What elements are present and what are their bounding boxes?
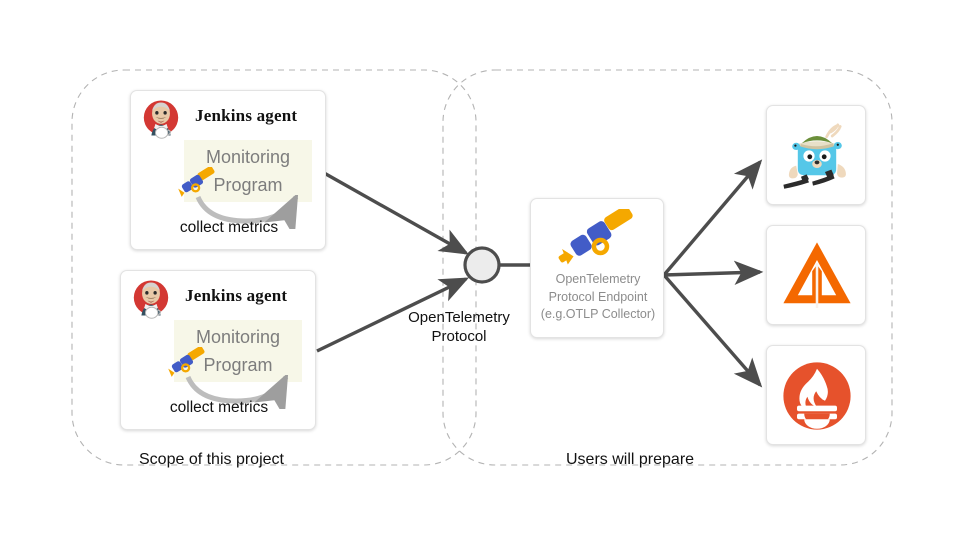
monitoring-line1: Monitoring — [205, 147, 291, 167]
monitoring-line1: Monitoring — [195, 327, 281, 347]
monitoring-program-label: Monitoring Program — [184, 143, 312, 199]
agent-title: Jenkins agent — [185, 286, 288, 305]
jenkins-agent-card[interactable]: Jenkins agent Monitoring Program collect… — [130, 90, 326, 250]
opentelemetry-telescope-icon — [558, 209, 633, 265]
edge-collector-to-beats — [662, 159, 763, 277]
otlp-line3: (e.g.OTLP Collector) — [540, 307, 656, 321]
otp-line2: Protocol — [431, 328, 487, 345]
jenkins-logo-icon — [143, 100, 179, 139]
opentelemetry-telescope-icon — [168, 347, 205, 377]
otlp-line1: OpenTelemetry — [555, 272, 641, 286]
backend-card-grafana[interactable] — [766, 225, 866, 325]
edge-collector-to-prometheus — [662, 273, 763, 388]
monitoring-program-label: Monitoring Program — [174, 323, 302, 379]
otlp-line2: Protocol Endpoint — [548, 289, 648, 304]
grafana-logo-icon — [783, 242, 851, 308]
boundary-label-users-will-prepare: Users will prepare — [566, 451, 695, 468]
backend-card-prometheus[interactable] — [766, 345, 866, 445]
boundary-label-scope-of-this-project: Scope of this project — [139, 451, 284, 468]
agent-header: Jenkins agent — [139, 97, 321, 141]
agent-header: Jenkins agent — [129, 277, 311, 321]
otlp-collector-label: OpenTelemetry Protocol Endpoint (e.g.OTL… — [533, 271, 663, 324]
prometheus-logo-icon — [783, 362, 851, 430]
collect-metrics-label: collect metrics — [179, 219, 279, 236]
jenkins-agent-card[interactable]: Jenkins agent Monitoring Program collect… — [120, 270, 316, 430]
edge-agent2-to-junction — [316, 277, 470, 353]
boundary-users-will-prepare — [442, 69, 893, 466]
monitoring-line2: Program — [213, 175, 283, 195]
opentelemetry-telescope-icon — [178, 167, 215, 197]
opentelemetry-protocol-edge-label: OpenTelemetry Protocol — [398, 308, 520, 346]
collect-metrics-label: collect metrics — [169, 399, 269, 416]
otlp-collector-card[interactable]: OpenTelemetry Protocol Endpoint (e.g.OTL… — [530, 198, 664, 338]
monitoring-program-box: Monitoring Program — [168, 320, 302, 382]
otp-line1: OpenTelemetry — [408, 309, 510, 326]
collect-metrics-loop-arrow-icon — [195, 195, 299, 229]
protocol-junction-node — [463, 246, 501, 284]
collect-metrics-loop-arrow-icon — [185, 375, 289, 409]
boundary-scope-of-this-project — [71, 69, 477, 466]
jenkins-logo-icon — [133, 280, 169, 319]
monitoring-program-box: Monitoring Program — [178, 140, 312, 202]
backend-card-elastic-beats[interactable] — [766, 105, 866, 205]
monitoring-line2: Program — [203, 355, 273, 375]
agent-title: Jenkins agent — [195, 106, 298, 125]
edge-collector-to-grafana — [663, 260, 764, 286]
elastic-beats-logo-icon — [783, 123, 846, 189]
edge-agent1-to-junction — [316, 167, 469, 255]
